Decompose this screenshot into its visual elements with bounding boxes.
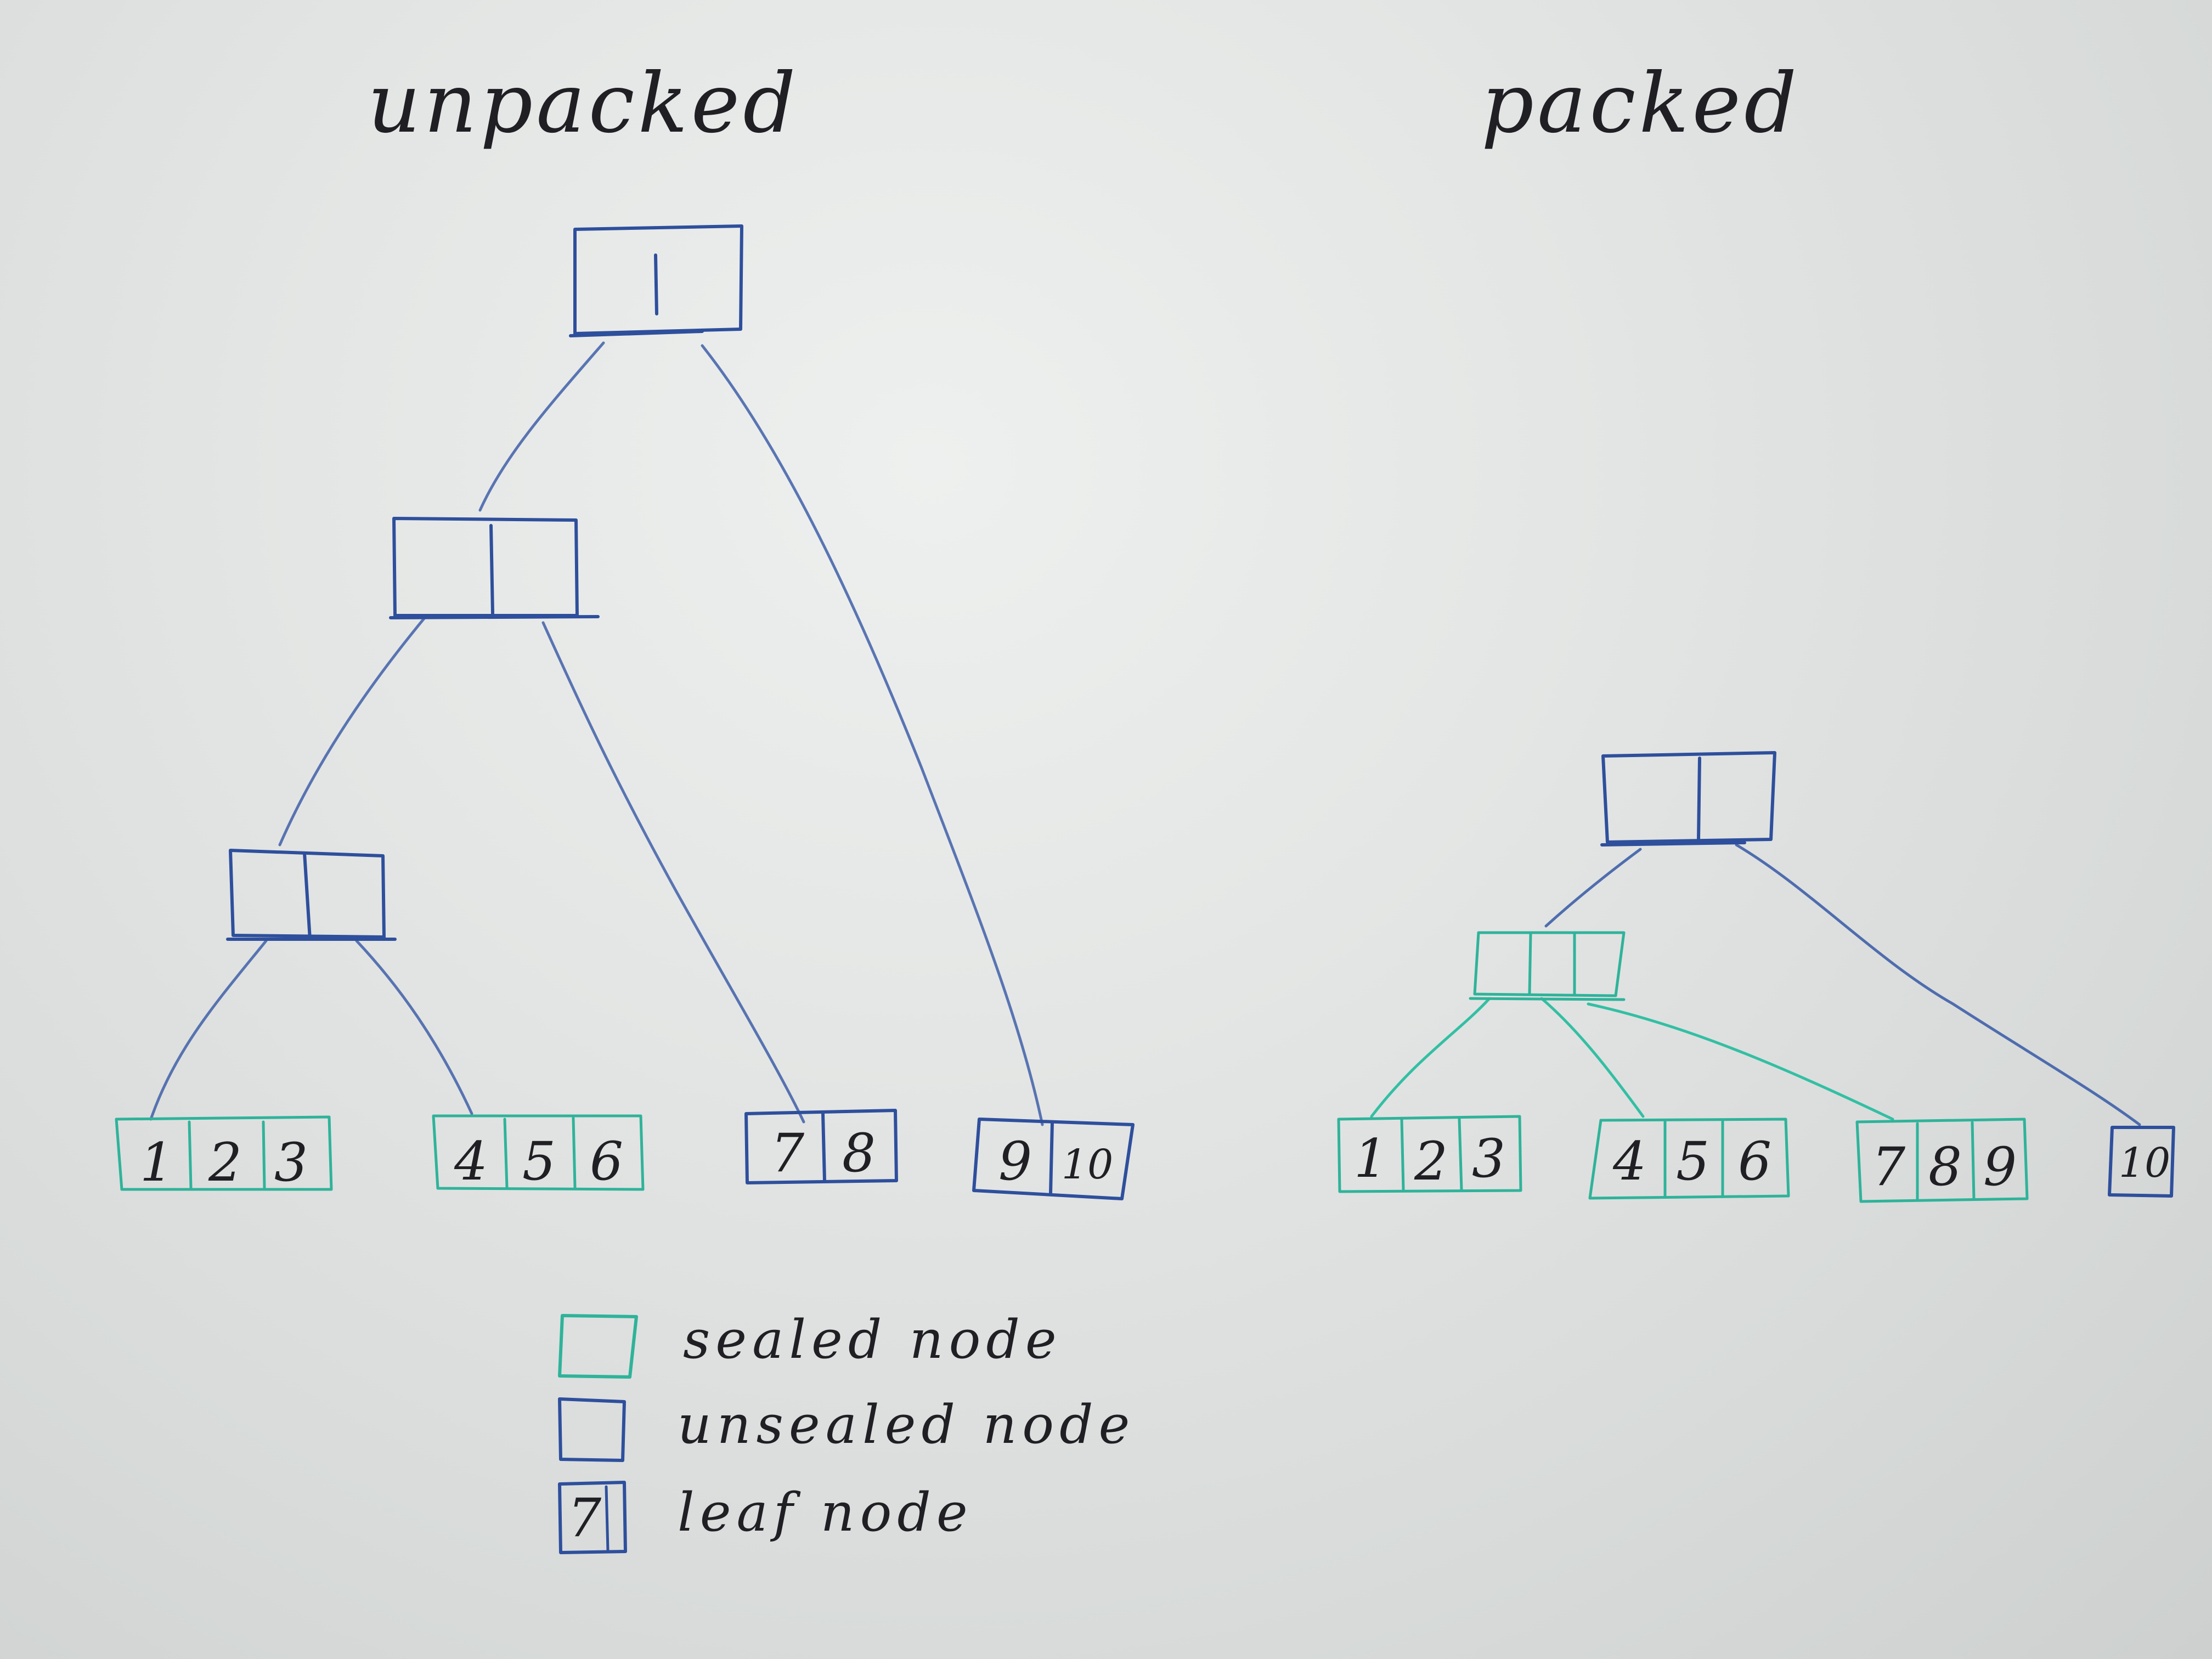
unpacked-leaf-2-val-3: 6 bbox=[590, 1131, 623, 1192]
edge-root-to-leaf-9-10 bbox=[701, 344, 1044, 1126]
unpacked-low-node bbox=[226, 849, 397, 941]
packed-sealed-node bbox=[1469, 931, 1626, 1001]
edge-packed-node-to-leaf-7-9 bbox=[1587, 1002, 1894, 1121]
edge-packed-root-to-leaf-10 bbox=[1735, 843, 2141, 1126]
packed-leaf-1-val-1: 1 bbox=[1354, 1128, 1387, 1189]
packed-leaf-4-5-6 bbox=[1588, 1118, 1790, 1200]
unpacked-root-node bbox=[569, 224, 743, 337]
packed-leaf-1-val-3: 3 bbox=[1472, 1128, 1505, 1189]
packed-tree bbox=[1337, 751, 2175, 1203]
legend-sealed-label: sealed node bbox=[683, 1309, 1062, 1370]
title-unpacked: unpacked bbox=[368, 56, 799, 151]
legend-unsealed-swatch bbox=[558, 1397, 626, 1462]
edge-low-to-leaf-4-6 bbox=[355, 939, 473, 1115]
unpacked-leaf-4-5-6 bbox=[432, 1114, 645, 1191]
edge-packed-node-to-leaf-4-6 bbox=[1540, 997, 1645, 1118]
packed-leaf-7-8-9 bbox=[1855, 1118, 2029, 1203]
unpacked-leaf-3-val-1: 7 bbox=[771, 1122, 804, 1184]
packed-leaf-labels: 1 2 3 4 5 6 7 8 9 10 bbox=[1354, 1128, 2170, 1198]
legend-leaf-swatch bbox=[558, 1481, 627, 1554]
packed-leaf-3-val-3: 9 bbox=[1983, 1136, 2017, 1198]
unpacked-edges bbox=[149, 341, 1044, 1126]
title-packed: packed bbox=[1481, 56, 1800, 151]
edge-packed-root-to-sealed-node bbox=[1544, 848, 1642, 928]
legend-unsealed-label: unsealed node bbox=[678, 1394, 1135, 1455]
unpacked-leaf-4-val-2: 10 bbox=[1062, 1141, 1113, 1188]
unpacked-leaf-1-2-3 bbox=[115, 1115, 333, 1191]
unpacked-leaf-labels: 1 2 3 4 5 6 7 8 9 10 bbox=[140, 1122, 1113, 1193]
unpacked-leaf-7-8 bbox=[744, 1109, 898, 1184]
unpacked-leaf-1-val-3: 3 bbox=[274, 1132, 308, 1193]
edge-mid-to-low bbox=[278, 616, 427, 847]
unpacked-leaf-4-val-1: 9 bbox=[998, 1131, 1032, 1192]
legend-sealed-swatch bbox=[558, 1314, 638, 1379]
unpacked-leaf-2-val-1: 4 bbox=[454, 1131, 488, 1192]
legend-leaf-sample-value: 7 bbox=[568, 1487, 601, 1549]
edge-low-to-leaf-1-3 bbox=[149, 939, 268, 1121]
packed-leaf-1-2-3 bbox=[1337, 1115, 1522, 1193]
packed-leaf-1-val-2: 2 bbox=[1414, 1131, 1448, 1192]
packed-leaf-10 bbox=[2108, 1126, 2175, 1198]
edge-mid-to-leaf-7-8 bbox=[541, 621, 805, 1124]
packed-leaf-3-val-1: 7 bbox=[1872, 1136, 1905, 1198]
packed-leaf-2-val-3: 6 bbox=[1738, 1131, 1771, 1192]
unpacked-mid-node bbox=[389, 517, 600, 619]
unpacked-tree bbox=[115, 224, 1135, 1200]
unpacked-leaf-1-val-1: 1 bbox=[140, 1132, 173, 1193]
unpacked-leaf-9-10 bbox=[972, 1118, 1135, 1200]
edge-packed-node-to-leaf-1-3 bbox=[1370, 997, 1491, 1118]
packed-leaf-2-val-1: 4 bbox=[1612, 1131, 1646, 1192]
unpacked-leaf-3-val-2: 8 bbox=[842, 1122, 876, 1184]
unpacked-leaf-2-val-2: 5 bbox=[522, 1131, 556, 1192]
packed-leaf-2-val-2: 5 bbox=[1676, 1131, 1709, 1192]
packed-leaf-4-val-1: 10 bbox=[2119, 1139, 2170, 1187]
unpacked-leaf-1-val-2: 2 bbox=[208, 1132, 242, 1193]
packed-leaf-3-val-2: 8 bbox=[1928, 1136, 1962, 1198]
packed-sealed-edges bbox=[1370, 997, 1894, 1121]
legend bbox=[558, 1314, 638, 1554]
edge-root-to-mid bbox=[478, 341, 605, 512]
packed-root-node bbox=[1600, 751, 1776, 847]
legend-leaf-label: leaf node bbox=[678, 1482, 973, 1543]
packed-unsealed-edges bbox=[1544, 843, 2141, 1126]
